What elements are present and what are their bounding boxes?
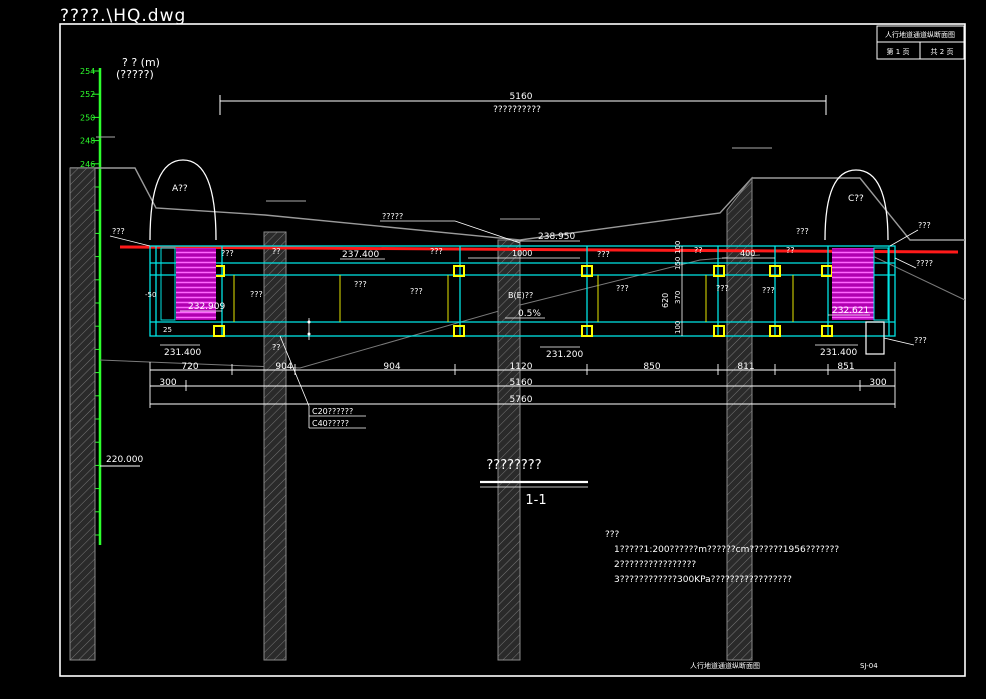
entrance-a-label: A?? [172, 184, 188, 194]
section-id: 1-1 [525, 493, 546, 508]
concrete-labels: C20?????? C40????? [279, 335, 366, 429]
note-a: ??? [221, 249, 234, 258]
section-name: ???????? [486, 458, 541, 473]
top-dimension: 5160 ?????????? [219, 92, 827, 115]
dim-neg50: -50 [145, 291, 156, 299]
vertical-dims: 150 100 370 620 100 -50 25 1000 400 [145, 241, 775, 340]
seg-904a: 904 [275, 362, 292, 372]
dim-100: 100 [674, 241, 682, 254]
seg-811: 811 [737, 362, 754, 372]
design-notes: ??? 1?????1:200??????m??????cm???????195… [605, 530, 839, 585]
elevation-header: ? ? (m) [122, 56, 160, 69]
center-mark: B(E)?? [508, 291, 533, 300]
entrance-c-arch [824, 169, 889, 241]
scale-label: 254 [80, 67, 95, 76]
right-pit [865, 321, 885, 355]
title-block-page-current: 第 1 页 [887, 47, 910, 56]
section-title: ???????? 1-1 [480, 458, 588, 508]
note-e: ??? [250, 290, 263, 299]
scale-label: 252 [80, 90, 95, 99]
note-m: ??? [716, 284, 729, 293]
file-title: ????.\HQ.dwg [60, 6, 187, 26]
left-inner-level: 232.909 [188, 302, 225, 312]
concrete-c40: C40????? [312, 419, 349, 428]
mid-bottom-level: 231.200 [546, 350, 583, 360]
total-inner: 5160 [510, 378, 533, 388]
stair-right [832, 248, 874, 320]
entrance-c-label: C?? [848, 194, 864, 204]
note-d: ??? [796, 227, 809, 236]
seg-851: 851 [837, 362, 854, 372]
dim-25: 25 [163, 326, 172, 334]
slope-line-right [859, 249, 966, 301]
inner-posts [233, 275, 794, 322]
left-bottom-level: 231.400 [164, 348, 201, 358]
right-inner-level: 232.621 [832, 306, 869, 316]
dim-150: 150 [674, 257, 682, 270]
piles [69, 167, 753, 661]
rise-400: 400 [740, 249, 755, 258]
road-line [119, 245, 959, 254]
top-fill-label: ????? [382, 212, 403, 221]
note-j: ?? [786, 246, 795, 255]
seg-720: 720 [181, 362, 198, 372]
title-block-name: 人行地道通道纵断面图 [885, 30, 955, 39]
dim-370: 370 [674, 291, 682, 304]
right-tag: ??? [918, 221, 931, 230]
right-tag2: ???? [916, 259, 933, 268]
note-b: ??? [430, 247, 443, 256]
total-outer: 5760 [510, 395, 533, 405]
scale-label: 250 [80, 113, 95, 122]
bottom-right-tag: ??? [914, 336, 927, 345]
road-level: 238.950 [538, 232, 575, 242]
seg-850: 850 [643, 362, 660, 372]
title-block-page-total: 共 2 页 [931, 47, 954, 56]
note-l: ??? [616, 284, 629, 293]
right-300: 300 [869, 378, 886, 388]
title-block: 人行地道通道纵断面图 第 1 页 共 2 页 [876, 25, 965, 60]
notes-heading: ??? [605, 530, 620, 540]
bottom-dimension-texts: 720 904 904 1120 850 811 851 300 300 516… [159, 362, 886, 405]
entrance-a-arch [149, 159, 217, 241]
stair-left [176, 248, 216, 320]
rise-1000: 1000 [512, 249, 532, 258]
dim-100b: 100 [674, 321, 682, 334]
seg-904b: 904 [383, 362, 400, 372]
top-total-note: ?????????? [493, 105, 541, 115]
notes-line-1: 1?????1:200??????m??????cm???????1956???… [614, 545, 839, 555]
left-300: 300 [159, 378, 176, 388]
dim-620: 620 [661, 293, 670, 308]
notes-line-3: 3????????????300KPa????????????????? [614, 575, 792, 585]
bottom-dimensions [149, 362, 896, 408]
slope-label: 0.5% [518, 309, 541, 319]
notes-line-2: 2???????????????? [614, 560, 696, 570]
scale-label: 246 [80, 160, 95, 169]
right-bottom-level: 231.400 [820, 348, 857, 358]
note-h: ?? [272, 247, 281, 256]
note-k: ?? [272, 343, 281, 352]
footer-drawing-name: 人行地道通道纵断面图 [690, 661, 760, 670]
elevation-subheader: (?????) [116, 68, 154, 81]
concrete-c20: C20?????? [312, 407, 353, 416]
level-labels: 237.400 232.909 232.621 231.400 231.200 … [160, 250, 870, 360]
note-n: ??? [762, 286, 775, 295]
drawing-frame [59, 23, 966, 677]
note-f: ??? [354, 280, 367, 289]
mid-top-level: 237.400 [342, 250, 379, 260]
note-c: ??? [597, 250, 610, 259]
left-tag: ??? [112, 227, 125, 236]
base-level-label: 220.000 [106, 455, 143, 465]
note-g: ??? [410, 287, 423, 296]
annotations: ??? ??? ???? ??? ????? ??? ??? ??? ??? ?… [109, 212, 933, 352]
note-i: ?? [694, 246, 703, 255]
footer-drawing-no: SJ-04 [860, 662, 878, 670]
scale-label: 248 [80, 137, 95, 146]
top-total-dim: 5160 [510, 92, 533, 102]
ground-line [70, 167, 965, 241]
seg-1120: 1120 [510, 362, 533, 372]
